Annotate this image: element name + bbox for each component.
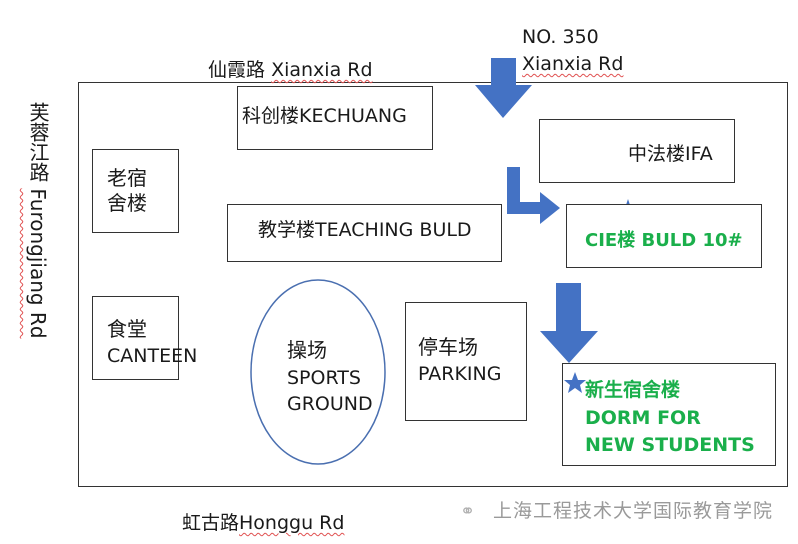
watermark: ⚭ 上海工程技术大学国际教育学院 <box>460 496 773 523</box>
road-south-zh: 虹古路 <box>182 512 240 534</box>
entrance-arrow-icon <box>475 58 532 118</box>
building-parking[interactable]: 停车场 PARKING <box>405 302 527 421</box>
dorm-star-icon <box>564 372 586 393</box>
building-cie[interactable]: CIE楼 BULD 10# <box>566 204 762 268</box>
entrance-road: Xianxia Rd <box>522 53 624 75</box>
old-dorm-label-1: 老宿 <box>107 166 147 190</box>
ifa-label: 中法楼IFA <box>628 143 713 165</box>
road-west-zh: 芙蓉江路 <box>26 102 50 182</box>
teaching-label: 教学楼TEACHING BULD <box>258 219 472 241</box>
building-canteen[interactable]: 食堂 CANTEEN <box>92 296 197 380</box>
new-dorm-label-en-1: DORM FOR <box>585 407 701 429</box>
cie-label: CIE楼 BULD 10# <box>585 230 743 251</box>
road-south-en: Honggu Rd <box>239 512 345 534</box>
watermark-text: 上海工程技术大学国际教育学院 <box>493 500 774 522</box>
parking-label-en: PARKING <box>418 363 502 385</box>
road-north-zh: 仙霞路 <box>208 59 266 81</box>
building-kechuang[interactable]: 科创楼KECHUANG <box>237 86 433 150</box>
new-dorm-label-en-2: NEW STUDENTS <box>585 434 755 456</box>
sports-ground[interactable]: 操场 SPORTS GROUND <box>287 338 373 415</box>
road-west: 芙蓉江路 Furongjiang Rd <box>24 102 53 339</box>
wechat-icon: ⚭ <box>460 501 477 522</box>
kechuang-label: 科创楼KECHUANG <box>242 105 407 127</box>
building-teaching[interactable]: 教学楼TEACHING BULD <box>227 204 502 262</box>
entrance-number: NO. 350 <box>522 26 599 48</box>
turn-arrow-icon <box>507 167 560 224</box>
canteen-label-en: CANTEEN <box>107 345 198 367</box>
sports-label-zh: 操场 <box>287 338 327 362</box>
dorm-arrow-icon <box>540 283 598 363</box>
building-old-dorm[interactable]: 老宿 舍楼 <box>92 149 179 233</box>
sports-label-en-2: GROUND <box>287 393 373 415</box>
sports-label-en-1: SPORTS <box>287 367 361 389</box>
road-north-en: Xianxia Rd <box>271 59 373 81</box>
building-ifa[interactable]: 中法楼IFA <box>539 119 735 183</box>
entrance-label: NO. 350 Xianxia Rd <box>522 24 623 78</box>
parking-label-zh: 停车场 <box>418 335 478 359</box>
building-new-dorm[interactable]: 新生宿舍楼 DORM FOR NEW STUDENTS <box>562 363 776 466</box>
old-dorm-label-2: 舍楼 <box>107 191 147 215</box>
road-west-en: Furongjiang Rd <box>26 188 50 339</box>
canteen-label-zh: 食堂 <box>107 317 147 341</box>
road-south: 虹古路Honggu Rd <box>182 508 344 535</box>
sports-ground-ellipse <box>250 279 386 465</box>
new-dorm-label-zh: 新生宿舍楼 <box>585 379 681 401</box>
road-north: 仙霞路 Xianxia Rd <box>208 55 373 82</box>
